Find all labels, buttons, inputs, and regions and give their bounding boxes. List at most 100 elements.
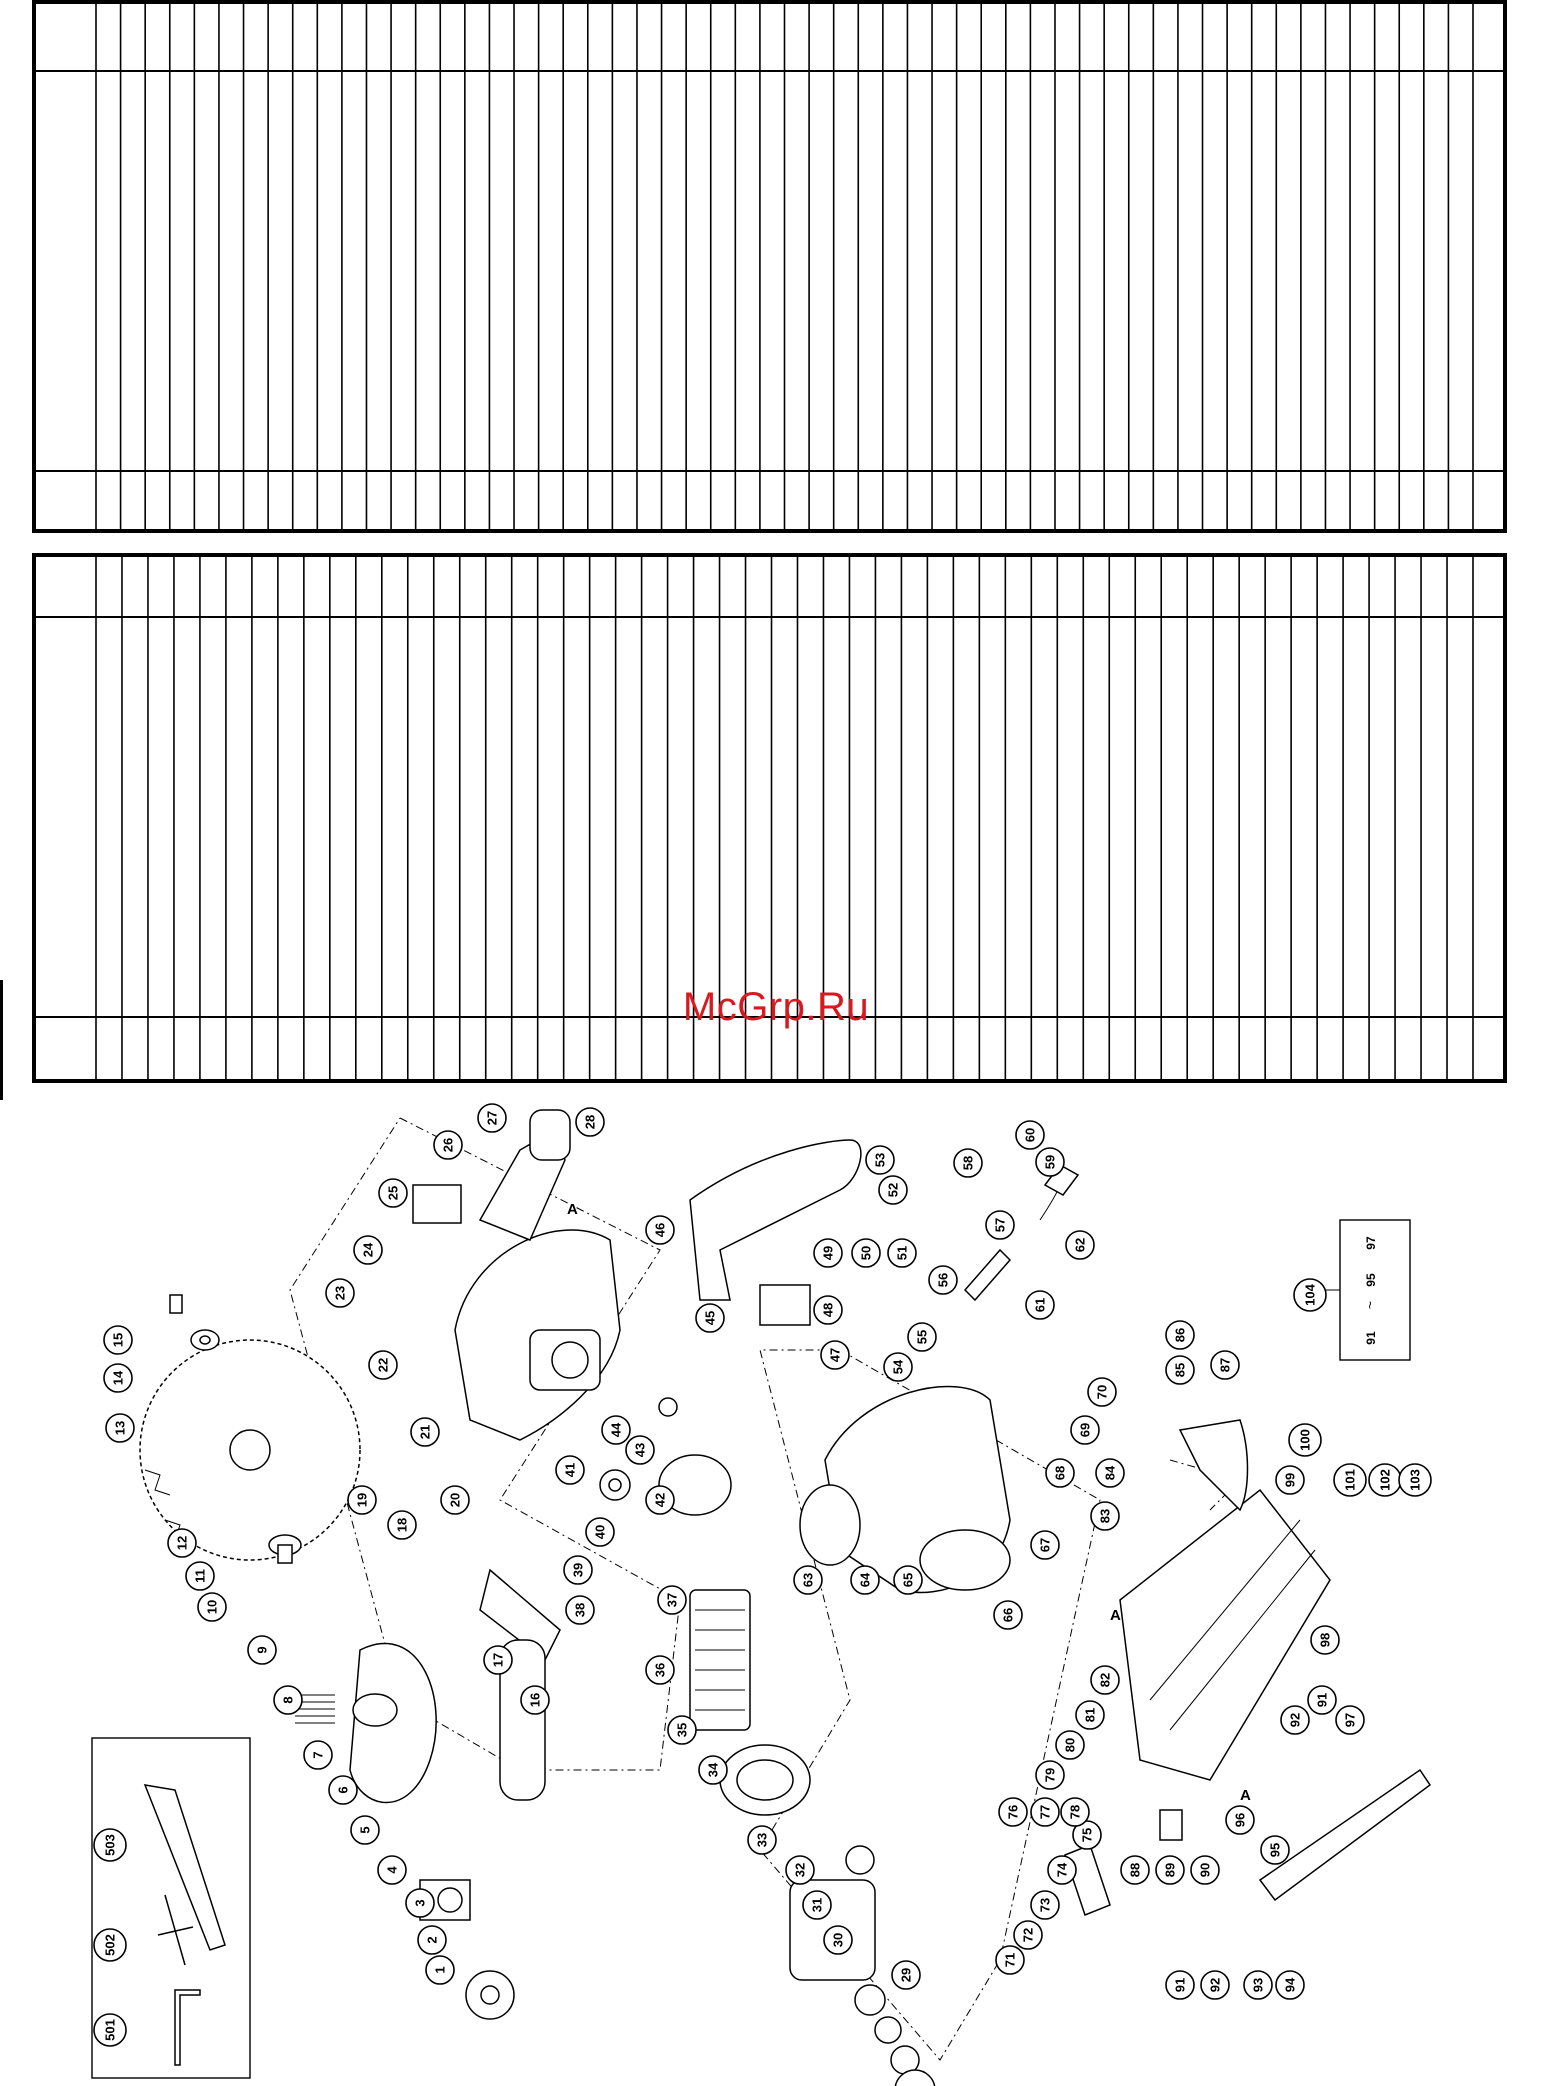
callout-26: 26 [433, 1130, 463, 1160]
callout-60: 60 [1015, 1120, 1045, 1150]
callout-circle [625, 1435, 655, 1465]
callout-48: 48 [813, 1295, 843, 1325]
callout-number: 59 [1043, 1155, 1058, 1169]
callout-number: 40 [593, 1525, 608, 1539]
callout-circle [410, 1417, 440, 1447]
callout-number: 84 [1103, 1465, 1118, 1480]
callout-circle [851, 1238, 881, 1268]
callout-circle [993, 1600, 1023, 1630]
table-grid-top [36, 4, 1503, 529]
callout-number: 39 [571, 1563, 586, 1577]
callout-number: 51 [895, 1246, 910, 1260]
callout-circle [1065, 1230, 1095, 1260]
callout-number: 20 [448, 1493, 463, 1507]
callout-circle [417, 1925, 447, 1955]
callout-40: 40 [585, 1517, 615, 1547]
callout-91a: 91 [1307, 1685, 1337, 1715]
callout-circle [575, 1107, 605, 1137]
callout-70: 70 [1087, 1377, 1117, 1407]
callout-number: 36 [653, 1663, 668, 1677]
callout-circle [1013, 1920, 1043, 1950]
callout-number: 13 [113, 1421, 128, 1435]
callout-circle [1045, 1458, 1075, 1488]
callout-circle [93, 2013, 127, 2047]
callout-8: 8 [273, 1685, 303, 1715]
callout-75: 75 [1072, 1820, 1102, 1850]
callout-76: 76 [998, 1797, 1028, 1827]
callout-circle [1075, 1700, 1105, 1730]
callout-63: 63 [793, 1565, 823, 1595]
callout-503: 503 [93, 1828, 127, 1862]
callout-95: 95 [1260, 1835, 1290, 1865]
callout-number: 27 [485, 1111, 500, 1125]
callout-69: 69 [1070, 1415, 1100, 1445]
section-mark-a1: A [567, 1201, 578, 1218]
callout-circle [1165, 1320, 1195, 1350]
callout-22: 22 [368, 1350, 398, 1380]
section-mark-a2: A [1240, 1787, 1251, 1804]
power-cord [963, 1159, 1080, 1302]
blade-cover-bracket [1178, 1419, 1249, 1512]
callout-circle [433, 1130, 463, 1160]
callout-circle [823, 1925, 853, 1955]
callout-31: 31 [802, 1890, 832, 1920]
callout-number: 502 [103, 1934, 118, 1956]
callout-number: 12 [175, 1536, 190, 1550]
callout-78: 78 [1060, 1797, 1090, 1827]
callout-number: 11 [193, 1569, 208, 1583]
callout-number: 16 [528, 1693, 543, 1707]
callout-number: 32 [793, 1863, 808, 1877]
callout-number: 1 [433, 1966, 448, 1973]
callout-circle [1060, 1797, 1090, 1827]
callout-number: 70 [1095, 1385, 1110, 1399]
callout-number: 69 [1078, 1423, 1093, 1437]
callout-circle [328, 1775, 358, 1805]
callout-circle [865, 1145, 895, 1175]
callout-circle [103, 1363, 133, 1393]
callout-number: 71 [1003, 1953, 1018, 1967]
callout-53: 53 [865, 1145, 895, 1175]
callout-29: 29 [891, 1960, 921, 1990]
callout-circle [1288, 1423, 1322, 1457]
switch [759, 1284, 811, 1326]
side-handle [479, 1568, 561, 1801]
callout-number: 48 [821, 1303, 836, 1317]
callout-circle [93, 1828, 127, 1862]
callout-circle [1015, 1120, 1045, 1150]
callout-number: 64 [858, 1572, 873, 1587]
callout-79: 79 [1035, 1760, 1065, 1790]
callout-circle [1030, 1890, 1060, 1920]
gear-housing [454, 1229, 621, 1441]
callout-circle [985, 1210, 1015, 1240]
callout-number: 9 [255, 1646, 270, 1653]
callout-1: 1 [425, 1955, 455, 1985]
callout-circle [998, 1797, 1028, 1827]
callout-number: 99 [1283, 1473, 1298, 1487]
callout-circle [891, 1960, 921, 1990]
callout-circle [1260, 1835, 1290, 1865]
callout-28: 28 [575, 1107, 605, 1137]
callout-number: 104 [1303, 1283, 1318, 1305]
callout-57: 57 [985, 1210, 1015, 1240]
callout-number: 21 [418, 1425, 433, 1439]
callout-circle [1090, 1665, 1120, 1695]
callout-6: 6 [328, 1775, 358, 1805]
callout-27: 27 [477, 1103, 507, 1133]
callout-number: 33 [755, 1833, 770, 1847]
callout-number: 78 [1068, 1805, 1083, 1819]
callout-number: 2 [425, 1936, 440, 1943]
callout-number: 60 [1023, 1128, 1038, 1142]
callout-circle [520, 1685, 550, 1715]
callout-circle [353, 1235, 383, 1265]
callout-number: 65 [901, 1573, 916, 1587]
callout-number: 103 [1408, 1469, 1423, 1491]
callout-67: 67 [1030, 1530, 1060, 1560]
callout-number: 41 [563, 1463, 578, 1477]
depth-lever [1064, 1809, 1183, 1916]
callout-number: 94 [1283, 1977, 1298, 1992]
callout-47: 47 [820, 1340, 850, 1370]
callout-81: 81 [1075, 1700, 1105, 1730]
callout-number: 97 [1343, 1713, 1358, 1727]
legend-row1-sep: ~ [1362, 1301, 1378, 1309]
callout-circle [1047, 1855, 1077, 1885]
